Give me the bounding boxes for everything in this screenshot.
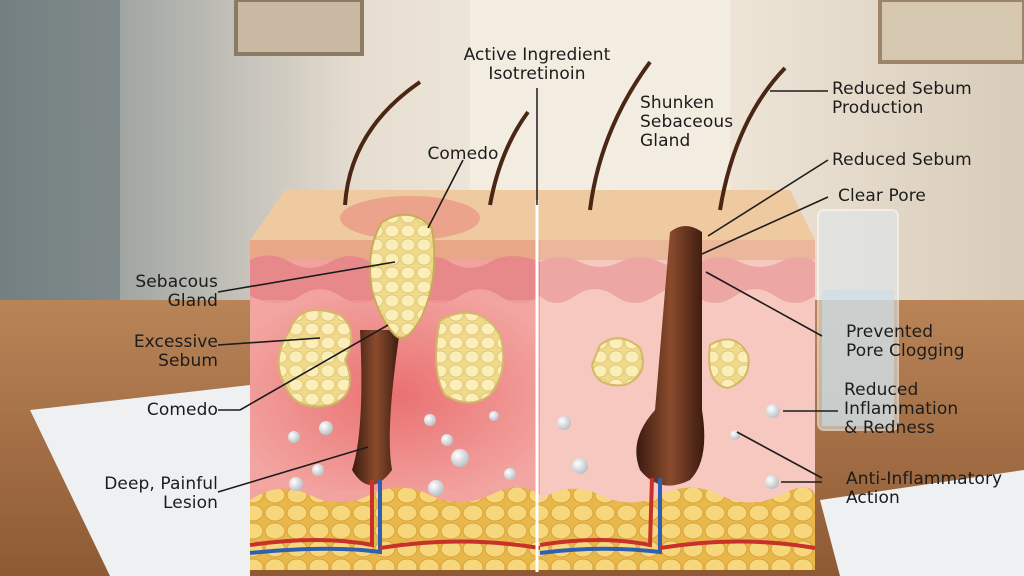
label-deep-painful-lesion: Deep, Painful Lesion bbox=[70, 475, 218, 513]
label-clear-pore: Clear Pore bbox=[838, 187, 968, 206]
label-sebaceous-gland: Sebacous Gland bbox=[100, 273, 218, 311]
label-excessive-sebum: Excessive Sebum bbox=[100, 333, 218, 371]
label-prevented-pore-clogging: Prevented Pore Clogging bbox=[846, 323, 996, 361]
picture-frame-right bbox=[880, 0, 1024, 62]
label-reduced-sebum: Reduced Sebum bbox=[832, 151, 1002, 170]
label-anti-inflammatory-action: Anti-Inflammatory Action bbox=[846, 470, 1018, 508]
picture-frame-left bbox=[236, 0, 362, 54]
label-reduced-inflammation: Reduced Inflammation & Redness bbox=[844, 381, 994, 438]
label-shrunken-sebaceous-gland: Shunken Sebaceous Gland bbox=[640, 94, 760, 151]
label-comedo: Comedo bbox=[100, 401, 218, 420]
label-reduced-sebum-production: Reduced Sebum Production bbox=[832, 80, 1002, 118]
center-label-active-ingredient: Active Ingredient Isotretinoin bbox=[452, 46, 622, 84]
label-comedo-top: Comedo bbox=[418, 145, 508, 164]
